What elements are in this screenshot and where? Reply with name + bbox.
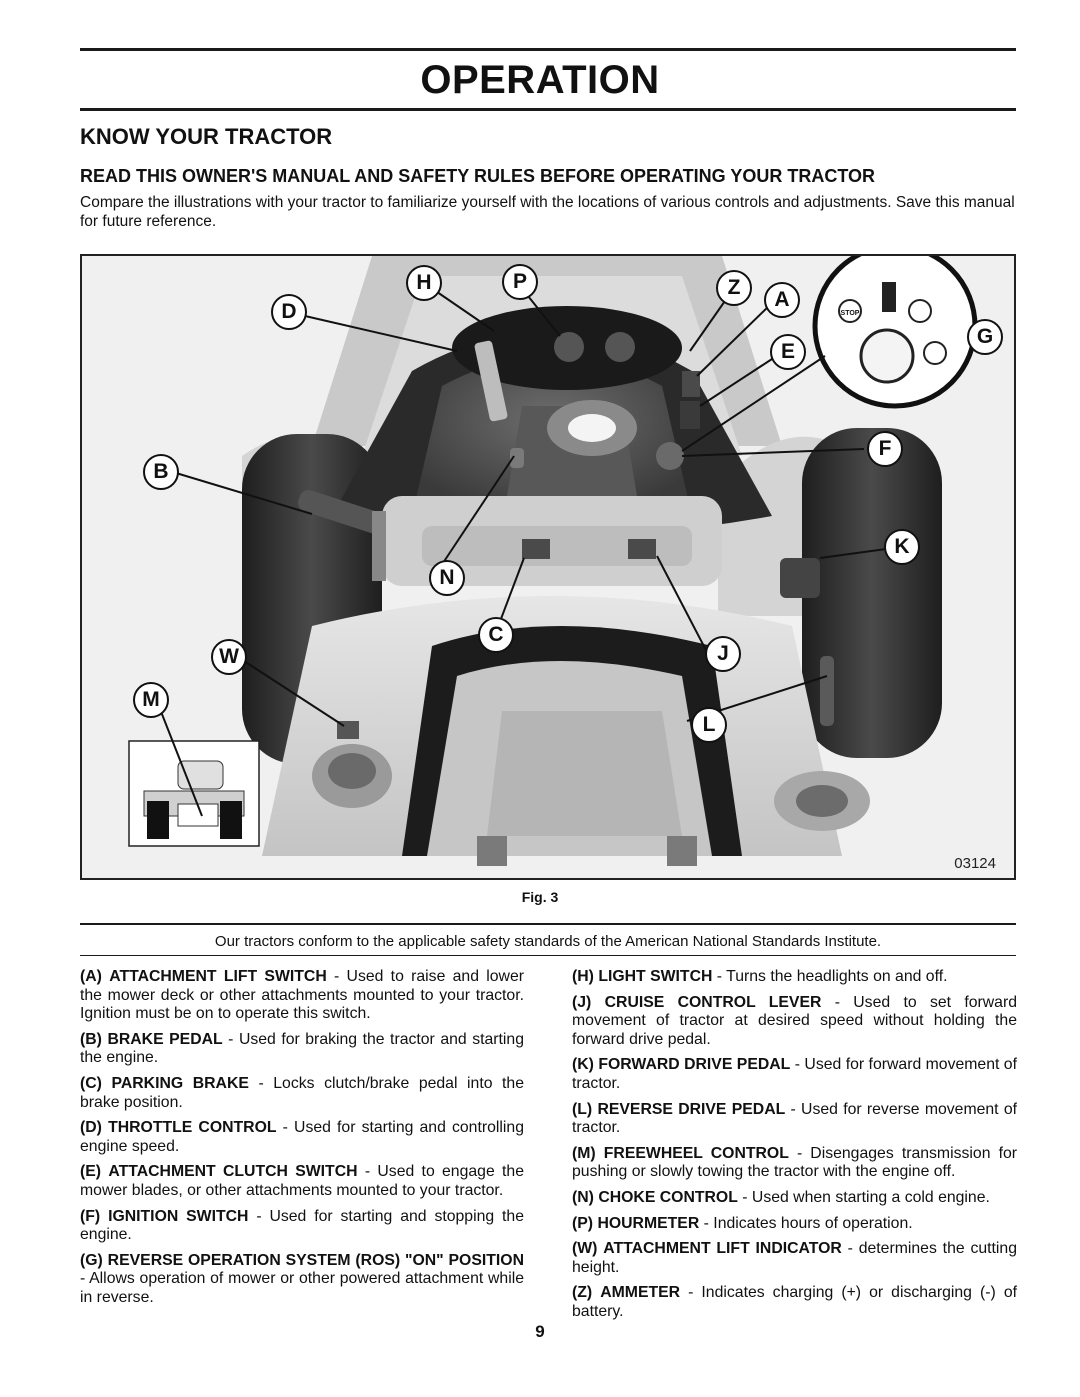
intro-paragraph: Compare the illustrations with your trac… <box>80 194 1015 230</box>
standards-note: Our tractors conform to the applicable s… <box>214 933 882 950</box>
top-rule <box>80 48 1016 51</box>
callout-L: L <box>691 707 727 743</box>
controls-list-right: (H) LIGHT SWITCH - Turns the headlights … <box>572 968 1017 1329</box>
control-item-b: (B) BRAKE PEDAL - Used for braking the t… <box>80 1030 524 1067</box>
control-item-z: (Z) AMMETER - Indicates charging (+) or … <box>572 1284 1018 1320</box>
figure-caption: Fig. 3 <box>521 889 559 905</box>
control-item-m: (M) FREEWHEEL CONTROL - Disengages trans… <box>572 1144 1018 1181</box>
standards-bottom-rule <box>80 955 1016 956</box>
tractor-illustration: STOP <box>82 256 1014 878</box>
control-item-d: (D) THROTTLE CONTROL - Used for starting… <box>80 1119 524 1155</box>
callout-M: M <box>133 682 169 718</box>
callout-B: B <box>143 454 179 490</box>
page-title: OPERATION <box>420 58 660 102</box>
section-subheading: READ THIS OWNER'S MANUAL AND SAFETY RULE… <box>80 166 875 186</box>
callout-K: K <box>884 529 920 565</box>
control-item-n: (N) CHOKE CONTROL - Used when starting a… <box>572 1188 990 1206</box>
control-item-c: (C) PARKING BRAKE - Locks clutch/brake p… <box>80 1074 525 1111</box>
tractor-controls-figure: STOP H P Z A D G E F B K N C W J M L 031… <box>80 254 1016 880</box>
control-item-l: (L) REVERSE DRIVE PEDAL - Used for rever… <box>572 1100 1018 1137</box>
callout-N: N <box>429 560 465 596</box>
title-underline <box>80 108 1016 111</box>
callout-D: D <box>271 294 307 330</box>
control-item-h: (H) LIGHT SWITCH - Turns the headlights … <box>572 968 948 985</box>
callout-C: C <box>478 617 514 653</box>
controls-list-left: (A) ATTACHMENT LIFT SWITCH - Used to rai… <box>80 968 524 1315</box>
page-number: 9 <box>535 1322 545 1341</box>
control-item-g: (G) REVERSE OPERATION SYSTEM (ROS) "ON" … <box>80 1251 525 1306</box>
control-item-j: (J) CRUISE CONTROL LEVER - Used to set f… <box>572 993 1017 1048</box>
section-heading: KNOW YOUR TRACTOR <box>80 124 333 149</box>
callout-F: F <box>867 431 903 467</box>
callout-Z: Z <box>716 270 752 306</box>
control-item-w: (W) ATTACHMENT LIFT INDICATOR - determin… <box>572 1240 1017 1276</box>
callout-J: J <box>705 636 741 672</box>
standards-top-rule <box>80 923 1016 925</box>
callout-E: E <box>770 334 806 370</box>
callout-W: W <box>211 639 247 675</box>
callout-G: G <box>967 319 1003 355</box>
callout-H: H <box>406 265 442 301</box>
figure-part-number: 03124 <box>954 855 996 872</box>
control-item-a: (A) ATTACHMENT LIFT SWITCH - Used to rai… <box>80 968 524 1023</box>
callout-A: A <box>764 282 800 318</box>
control-item-k: (K) FORWARD DRIVE PEDAL - Used for forwa… <box>572 1056 1017 1092</box>
control-item-p: (P) HOURMETER - Indicates hours of opera… <box>572 1214 913 1232</box>
control-item-e: (E) ATTACHMENT CLUTCH SWITCH - Used to e… <box>80 1163 524 1199</box>
control-item-f: (F) IGNITION SWITCH - Used for starting … <box>80 1207 525 1244</box>
ignition-stop-label: STOP <box>841 310 860 317</box>
callout-P: P <box>502 264 538 300</box>
